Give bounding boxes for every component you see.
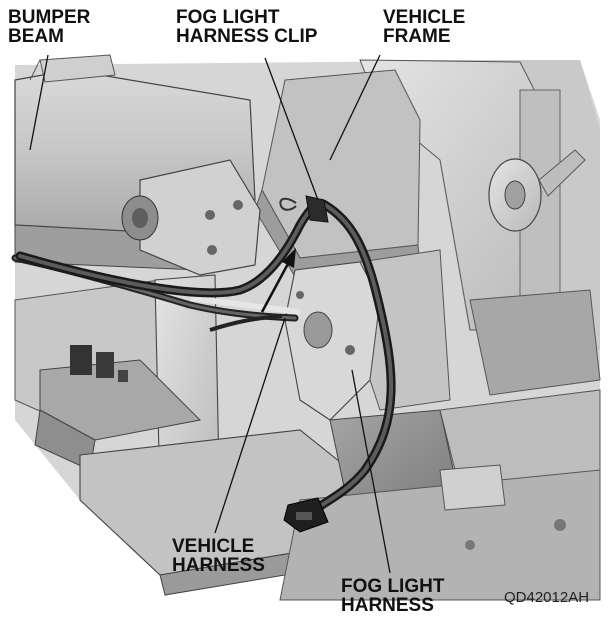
label-fharness-line2: HARNESS [341,595,434,616]
label-fog-light-harness: FOG LIGHT HARNESS [341,577,444,615]
label-vharness-line2: HARNESS [172,555,265,576]
label-vehicle-harness: VEHICLE HARNESS [172,537,265,575]
label-vehicle-frame: VEHICLE FRAME [383,8,465,46]
label-fharness-line1: FOG LIGHT [341,576,445,597]
lower-frame [14,274,601,601]
label-bumper-beam: BUMPER BEAM [8,8,90,46]
figure-code: QD42012AH [504,589,590,606]
label-clip-line1: FOG LIGHT [176,7,280,28]
leader-vehicle-frame [329,54,381,161]
leader-lines [29,54,391,574]
center-bracket [284,249,451,421]
label-fog-light-harness-clip: FOG LIGHT HARNESS CLIP [176,8,317,46]
leader-harness-clip [264,57,319,201]
label-frame-line1: VEHICLE [383,7,466,28]
label-vharness-line1: VEHICLE [172,536,255,557]
leader-vehicle-harness [214,317,286,534]
vehicle-frame [254,59,561,331]
label-clip-line2: HARNESS CLIP [176,26,318,47]
label-bumper-beam-line2: BEAM [8,26,64,47]
horn-part [488,149,586,232]
leader-bumper-beam [29,54,49,151]
label-bumper-beam-line1: BUMPER [8,7,91,28]
fog-light-harness-clip [279,195,329,223]
routing-arrow [260,248,296,313]
bumper-beam [14,54,261,276]
label-frame-line2: FRAME [383,26,451,47]
leader-fog-light-harness [351,369,391,574]
fog-light-connector [283,497,329,533]
